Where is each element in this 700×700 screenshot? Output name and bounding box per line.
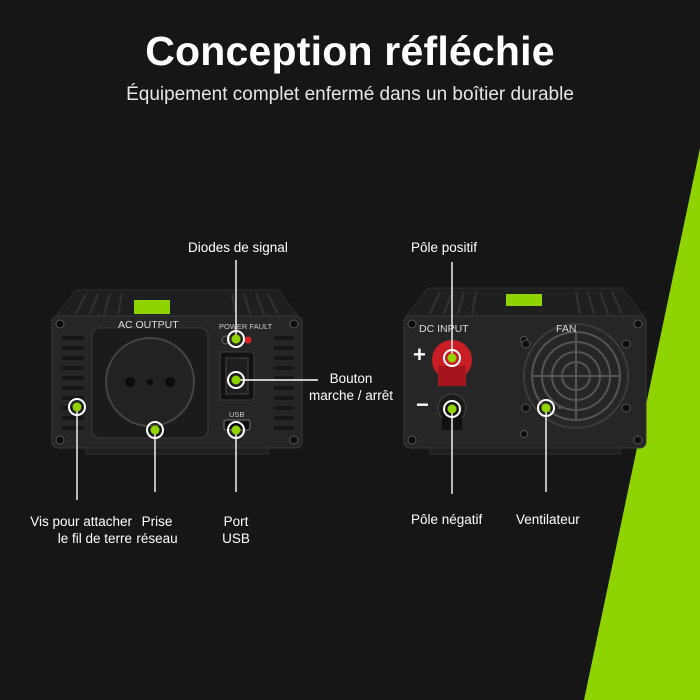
minus-sign: − [416, 392, 429, 417]
callout-port-line2: USB [222, 531, 250, 546]
power-fault-label: POWER FAULT [219, 322, 273, 331]
callout-bouton: Bouton marche / arrêt [304, 370, 398, 404]
page-subtitle: Équipement complet enfermé dans un boîti… [126, 84, 574, 105]
callout-vis: Vis pour attacher le fil de terre [20, 513, 132, 547]
dc-input-label: DC INPUT [419, 323, 469, 335]
plus-sign: + [413, 342, 426, 367]
callout-pole-positif: Pôle positif [411, 240, 478, 255]
inverter-dc-side [403, 287, 647, 455]
callout-prise-line1: Prise [141, 514, 173, 529]
callout-prise-line2: réseau [136, 531, 178, 546]
callout-pole-negatif: Pôle négatif [411, 512, 483, 527]
callout-ventilateur: Ventilateur [516, 512, 580, 527]
page-title: Conception réfléchie [145, 28, 555, 74]
callout-prise: Prise réseau [130, 513, 184, 547]
callout-port-line1: Port [223, 514, 249, 529]
ac-output-label: AC OUTPUT [118, 319, 179, 331]
callout-vis-line2: le fil de terre [57, 531, 132, 546]
fan-label: FAN [556, 323, 577, 335]
callout-diodes: Diodes de signal [188, 240, 288, 255]
callout-bouton-line2: marche / arrêt [308, 388, 394, 403]
callout-markers [68, 330, 555, 439]
callout-vis-line1: Vis pour attacher [30, 514, 132, 529]
callout-bouton-line1: Bouton [329, 371, 373, 386]
usb-panel-label: USB [229, 410, 245, 419]
inverter-ac-side [51, 289, 303, 455]
callout-port: Port USB [212, 513, 260, 547]
